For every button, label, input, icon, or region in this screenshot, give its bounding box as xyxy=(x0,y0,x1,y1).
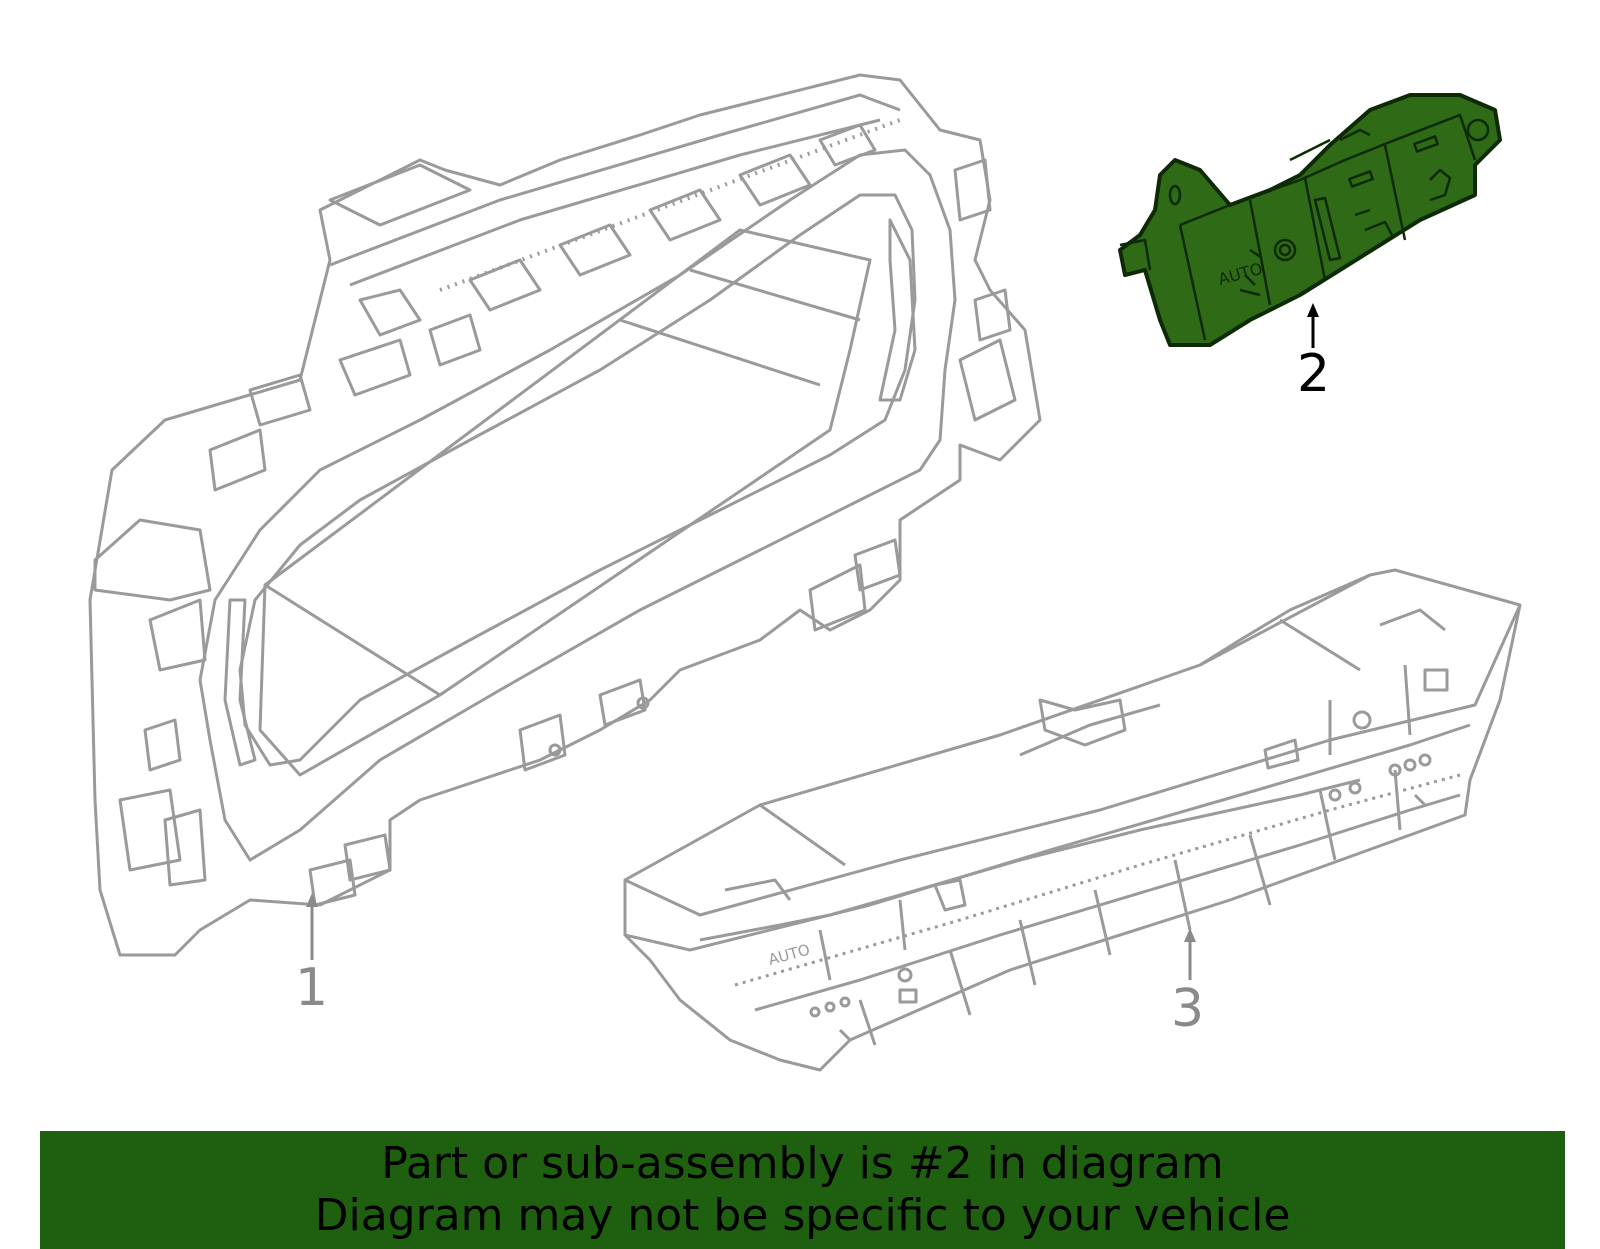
callout-label-2: 2 xyxy=(1297,344,1331,404)
banner-line-1: Part or sub-assembly is #2 in diagram xyxy=(381,1138,1224,1189)
callout-label-3: 3 xyxy=(1171,979,1205,1039)
part-3-climate-control-panel: AUTO xyxy=(623,568,1522,1072)
info-banner: Part or sub-assembly is #2 in diagram Di… xyxy=(40,1131,1565,1249)
callout-arrow-3 xyxy=(1184,928,1196,980)
callout-arrow-2 xyxy=(1307,303,1319,348)
part-1-instrument-cluster-frame xyxy=(88,73,1042,957)
callout-label-1: 1 xyxy=(295,958,329,1018)
part-2-switch-module: AUTO xyxy=(1118,93,1502,347)
banner-line-2: Diagram may not be specific to your vehi… xyxy=(314,1190,1291,1241)
callout-arrow-1 xyxy=(306,893,318,960)
